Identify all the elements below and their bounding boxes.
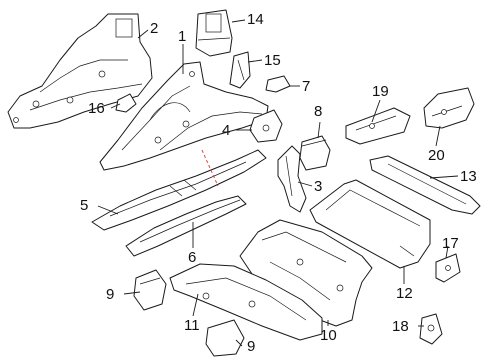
part-2-quarter-inner-panel [7,13,153,129]
part-18-bracket [419,313,443,345]
callout-9-lower: 9 [247,338,255,355]
part-12-floor-crossmember [309,179,431,269]
callout-17: 17 [442,235,459,252]
part-3-channel [277,145,307,213]
part-9-bracket-lower [205,319,245,357]
leader-lines [97,19,459,347]
part-11-floor-pan-lower [169,263,323,341]
callout-1: 1 [178,28,186,45]
callout-19: 19 [372,83,389,100]
part-20-bracket [423,87,475,129]
callout-12: 12 [396,285,413,302]
callout-7: 7 [302,78,310,95]
part-15-gusset [229,51,251,89]
cut-line-annotation [201,149,219,187]
callout-18: 18 [392,318,409,335]
part-19-tray [345,107,411,145]
part-5-rear-rail [91,149,267,231]
callout-15: 15 [264,52,281,69]
part-16-clip [115,93,137,113]
callout-8: 8 [314,103,322,120]
callout-9-upper: 9 [106,286,114,303]
callout-4: 4 [222,122,230,139]
callout-labels: 2 1 14 15 7 16 4 8 19 20 5 3 6 13 17 12 … [80,11,477,355]
part-13-crossmember [369,155,481,215]
part-14-bracket [195,9,233,57]
part-1-wheelhouse-structure [99,61,269,171]
callout-6: 6 [188,249,196,266]
part-17-bracket [435,253,461,283]
part-8-block [299,135,331,171]
callout-16: 16 [88,100,105,117]
part-9-bracket-upper [133,269,167,311]
callout-11: 11 [184,317,200,334]
callout-5: 5 [80,197,88,214]
callout-14: 14 [247,11,264,28]
part-6-lower-rail [125,195,247,257]
callout-2: 2 [150,20,158,37]
callout-3: 3 [314,178,322,195]
callout-13: 13 [460,168,477,185]
part-7-plate [265,75,291,93]
callout-20: 20 [428,147,445,164]
callout-10: 10 [320,327,337,344]
